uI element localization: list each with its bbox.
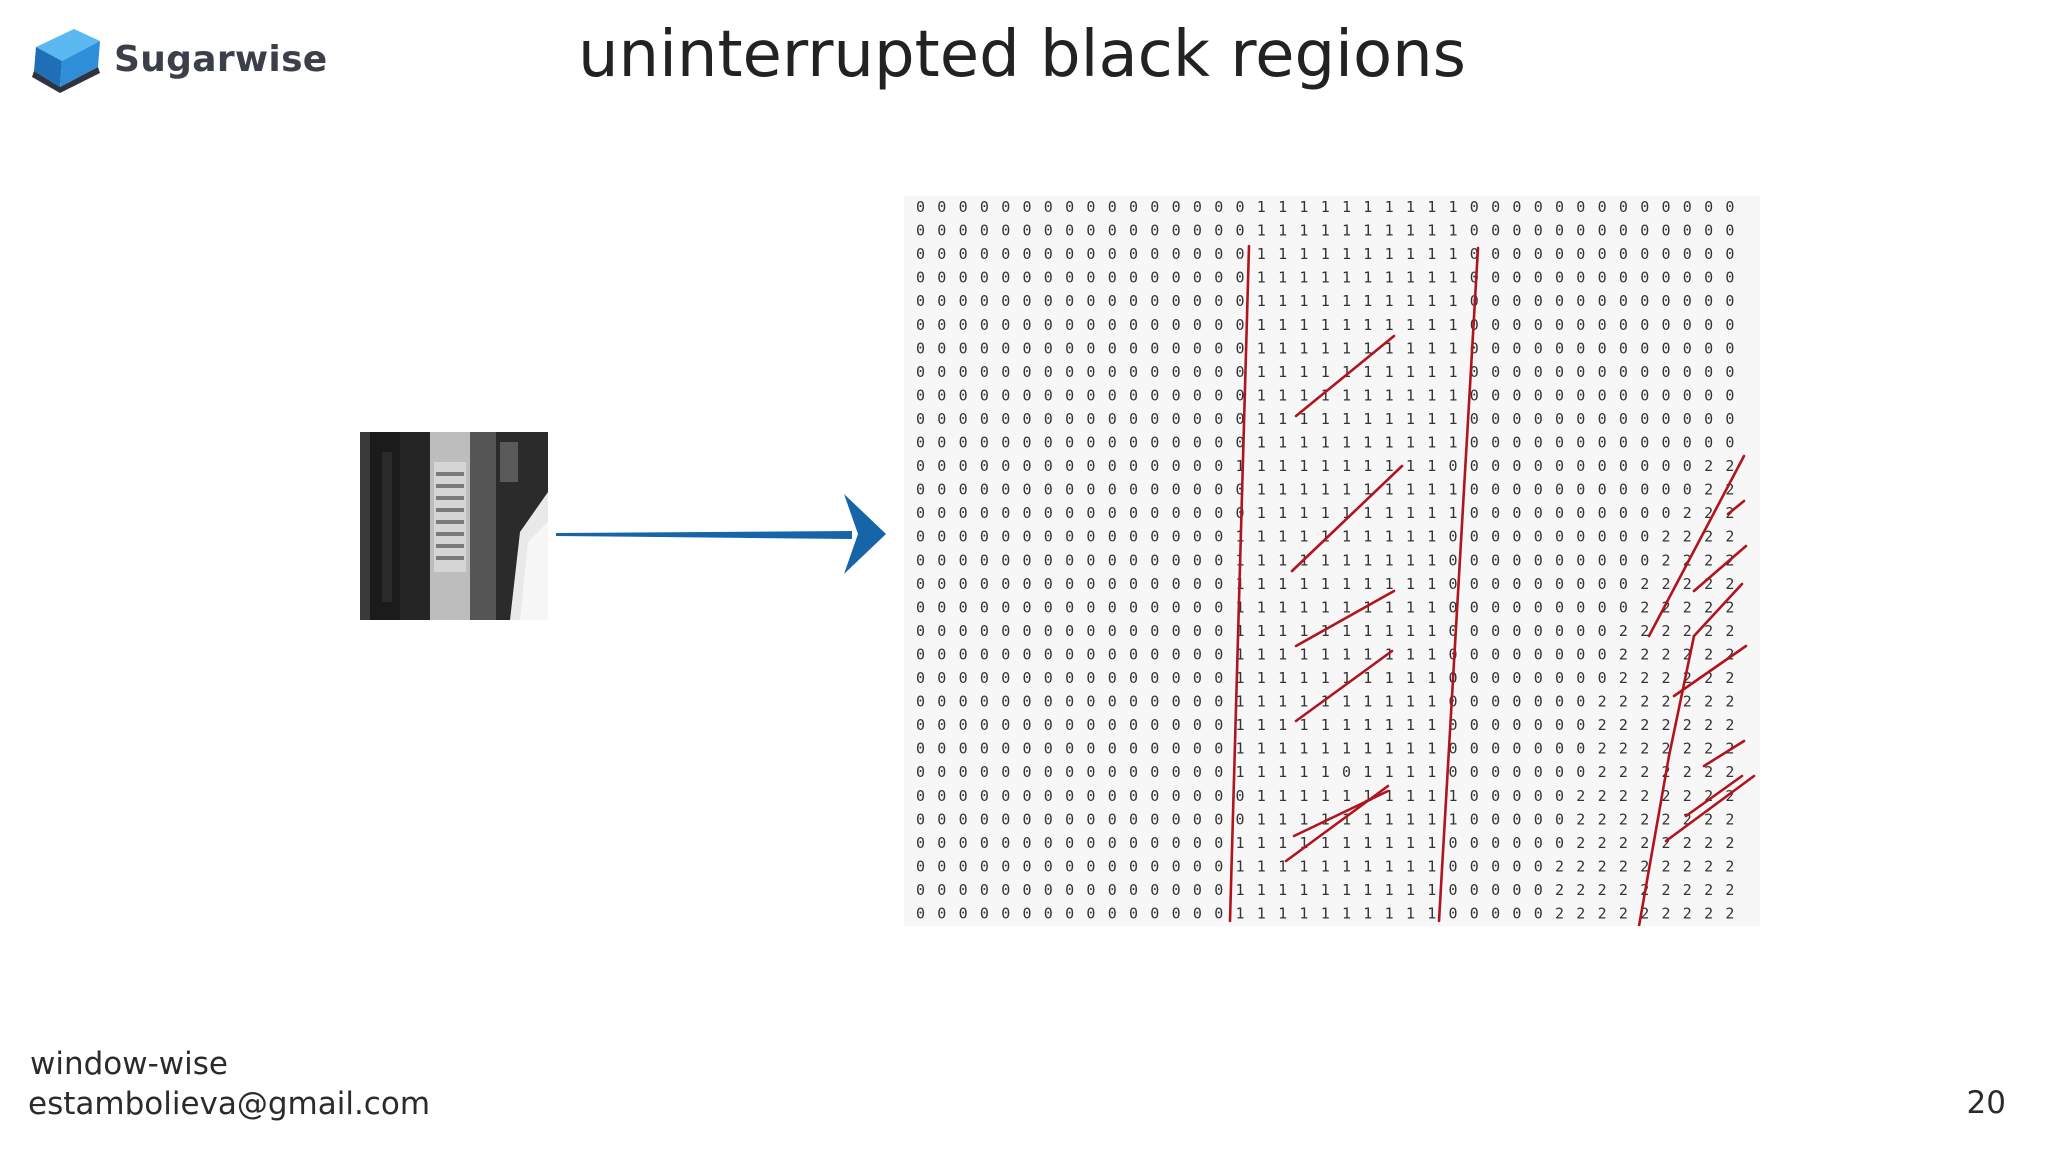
matrix-row: 000000000000000111111111100000000222222 [916,645,1734,663]
grayscale-thumbnail [360,432,548,620]
footer-author: window-wise estambolieva@gmail.com [28,1044,430,1124]
matrix-row: 000000000000000011111111110000000000000 [916,434,1734,452]
binary-matrix: 000000000000000011111111110000000000000 0… [904,196,1760,926]
arrow-right-icon [556,494,886,574]
annotation-stroke [1702,739,1746,768]
annotation-stroke [1667,634,1696,758]
matrix-row: 000000000000000011111111110000000000022 [916,481,1734,499]
matrix-row: 000000000000000111111111100000222222222 [916,857,1734,875]
annotation-stroke [1692,544,1748,593]
annotation-stroke [1672,644,1748,698]
matrix-row: 000000000000000011111111110000000000222 [916,504,1734,522]
matrix-row: 000000000000000011111111110000000000000 [916,245,1734,263]
matrix-row: 000000000000000111111111100000000002222 [916,551,1734,569]
annotation-stroke [1294,649,1394,723]
annotation-stroke [1290,464,1404,573]
matrix-row: 000000000000000111111111100000000222222 [916,669,1734,687]
annotation-stroke [1726,499,1746,516]
logo-name: Sugarwise [114,38,328,80]
annotation-stroke [1294,589,1396,648]
annotation-stroke [1637,754,1671,926]
matrix-row: 000000000000000111111111100000000022222 [916,598,1734,616]
annotation-stroke [1647,454,1746,638]
matrix-row: 000000000000000111111111100000002222222 [916,716,1734,734]
cube-icon [32,29,100,93]
arrow-shaft [556,531,852,539]
matrix-row: 000000000000000011111111110000000000000 [916,316,1734,334]
matrix-row: 000000000000000111111111100000000002222 [916,528,1734,546]
slide-title: uninterrupted black regions [577,18,1467,92]
page-number: 20 [1966,1085,2006,1121]
footer-email: estambolieva@gmail.com [28,1086,431,1122]
annotation-stroke [1294,334,1396,418]
matrix-row: 000000000000000011111111110000022222222 [916,810,1734,828]
annotation-stroke [1437,246,1480,923]
annotation-stroke [1284,784,1390,863]
matrix-row: 000000000000000011111111110000000000000 [916,339,1734,357]
matrix-row: 000000000000000111111111100000002222222 [916,740,1734,758]
annotation-stroke [1228,244,1251,923]
matrix-row: 000000000000000011111111110000000000000 [916,269,1734,287]
matrix-row: 000000000000000011111111110000000000000 [916,222,1734,240]
matrix-row: 000000000000000111111111100000000022222 [916,575,1734,593]
matrix-row: 000000000000000011111111110000000000000 [916,292,1734,310]
arrow-head [844,494,886,574]
annotation-stroke [1684,774,1744,818]
annotation-stroke [1664,774,1756,843]
matrix-row: 000000000000000111111111100000222222222 [916,881,1734,899]
matrix-row: 000000000000000111111111100000022222222 [916,834,1734,852]
logo: Sugarwise [30,24,328,94]
matrix-row: 000000000000000111111111100000222222222 [916,905,1734,923]
matrix-row: 000000000000000011111111110000000000000 [916,363,1734,381]
matrix-row: 000000000000000111110111100000002222222 [916,763,1734,781]
matrix-row: 000000000000000111111111100000000000022 [916,457,1734,475]
matrix-row: 000000000000000011111111110000000000000 [916,410,1734,428]
annotation-stroke [1692,582,1744,638]
matrix-row: 000000000000000011111111110000000000000 [916,198,1734,216]
matrix-row: 000000000000000011111111110000022222222 [916,787,1734,805]
footer-line-1: window-wise [30,1046,228,1082]
matrix-row: 000000000000000011111111110000000000000 [916,386,1734,404]
matrix-row: 000000000000000111111111100000002222222 [916,693,1734,711]
